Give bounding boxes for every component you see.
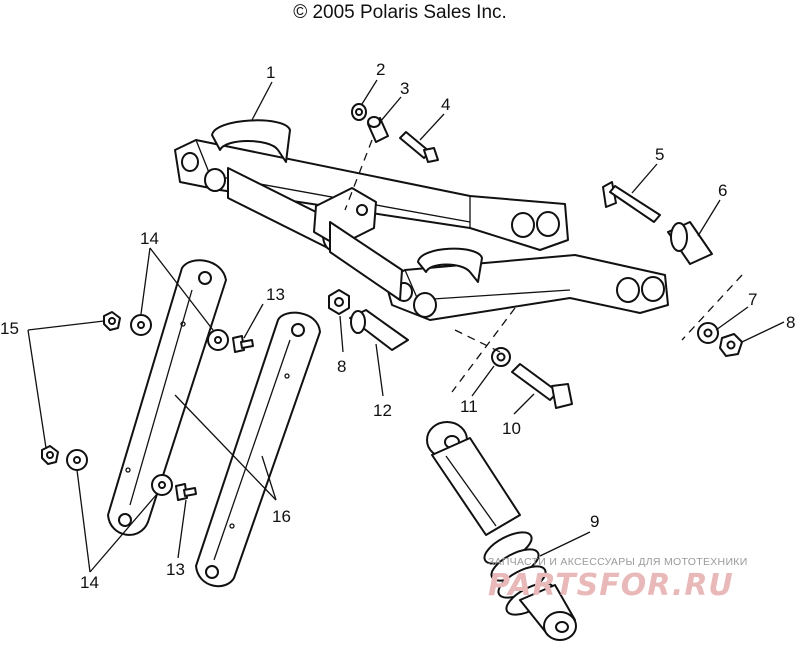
callout-13-upper: 13 [266, 285, 285, 304]
nut-8-left [328, 289, 350, 315]
upper-swing-arm [174, 119, 569, 251]
callout-labels: 1 2 3 4 5 6 7 8 8 9 10 11 12 13 13 14 14… [0, 60, 795, 592]
callout-6: 6 [718, 181, 727, 200]
washer-11 [491, 347, 511, 367]
washer-14-upper-right [207, 329, 229, 351]
watermark: ЗАПЧАСТИ И АКСЕССУАРЫ ДЛЯ МОТОТЕХНИКИ PA… [488, 556, 748, 603]
callout-8-right: 8 [786, 313, 795, 332]
bushing-6 [667, 221, 713, 265]
callout-11: 11 [460, 397, 478, 416]
callout-2: 2 [376, 60, 385, 79]
callout-16: 16 [272, 507, 291, 526]
callout-14-upper: 14 [140, 229, 159, 248]
link-rear [107, 259, 227, 536]
callout-4: 4 [441, 95, 450, 114]
callout-8-left: 8 [337, 357, 346, 376]
callout-7: 7 [748, 290, 757, 309]
bolt-4 [399, 131, 439, 163]
callout-15: 15 [0, 319, 19, 338]
watermark-logo: PARTSFOR.RU [488, 568, 734, 603]
washer-14-lower-left [66, 449, 88, 471]
bolt-13-lower [175, 483, 197, 501]
nut-15-lower [41, 445, 59, 465]
washer-14-lower-right [151, 474, 173, 496]
nut-8-right [719, 333, 743, 357]
washer-14-upper-left [130, 314, 152, 336]
bolt-13-upper [232, 335, 254, 353]
bushing-12 [349, 309, 409, 351]
bolt-5 [602, 181, 661, 223]
callout-13-lower: 13 [166, 560, 185, 579]
callout-3: 3 [400, 79, 409, 98]
washer-7 [697, 322, 719, 344]
callout-12: 12 [373, 401, 392, 420]
shock-absorber [426, 421, 577, 641]
watermark-subtitle: ЗАПЧАСТИ И АКСЕССУАРЫ ДЛЯ МОТОТЕХНИКИ [488, 556, 748, 568]
callout-10: 10 [502, 419, 521, 438]
nut-2 [351, 103, 367, 121]
nut-15-upper [103, 311, 121, 331]
callout-14-lower: 14 [80, 573, 99, 592]
lower-swing-arm [329, 221, 669, 321]
copyright-notice: © 2005 Polaris Sales Inc. [293, 2, 507, 23]
callout-5: 5 [655, 145, 664, 164]
leader-lines [27, 79, 785, 573]
bolt-10 [511, 363, 573, 409]
bushing-3 [367, 116, 389, 143]
callout-1: 1 [266, 63, 275, 82]
link-front [195, 311, 321, 587]
callout-9: 9 [590, 512, 599, 531]
